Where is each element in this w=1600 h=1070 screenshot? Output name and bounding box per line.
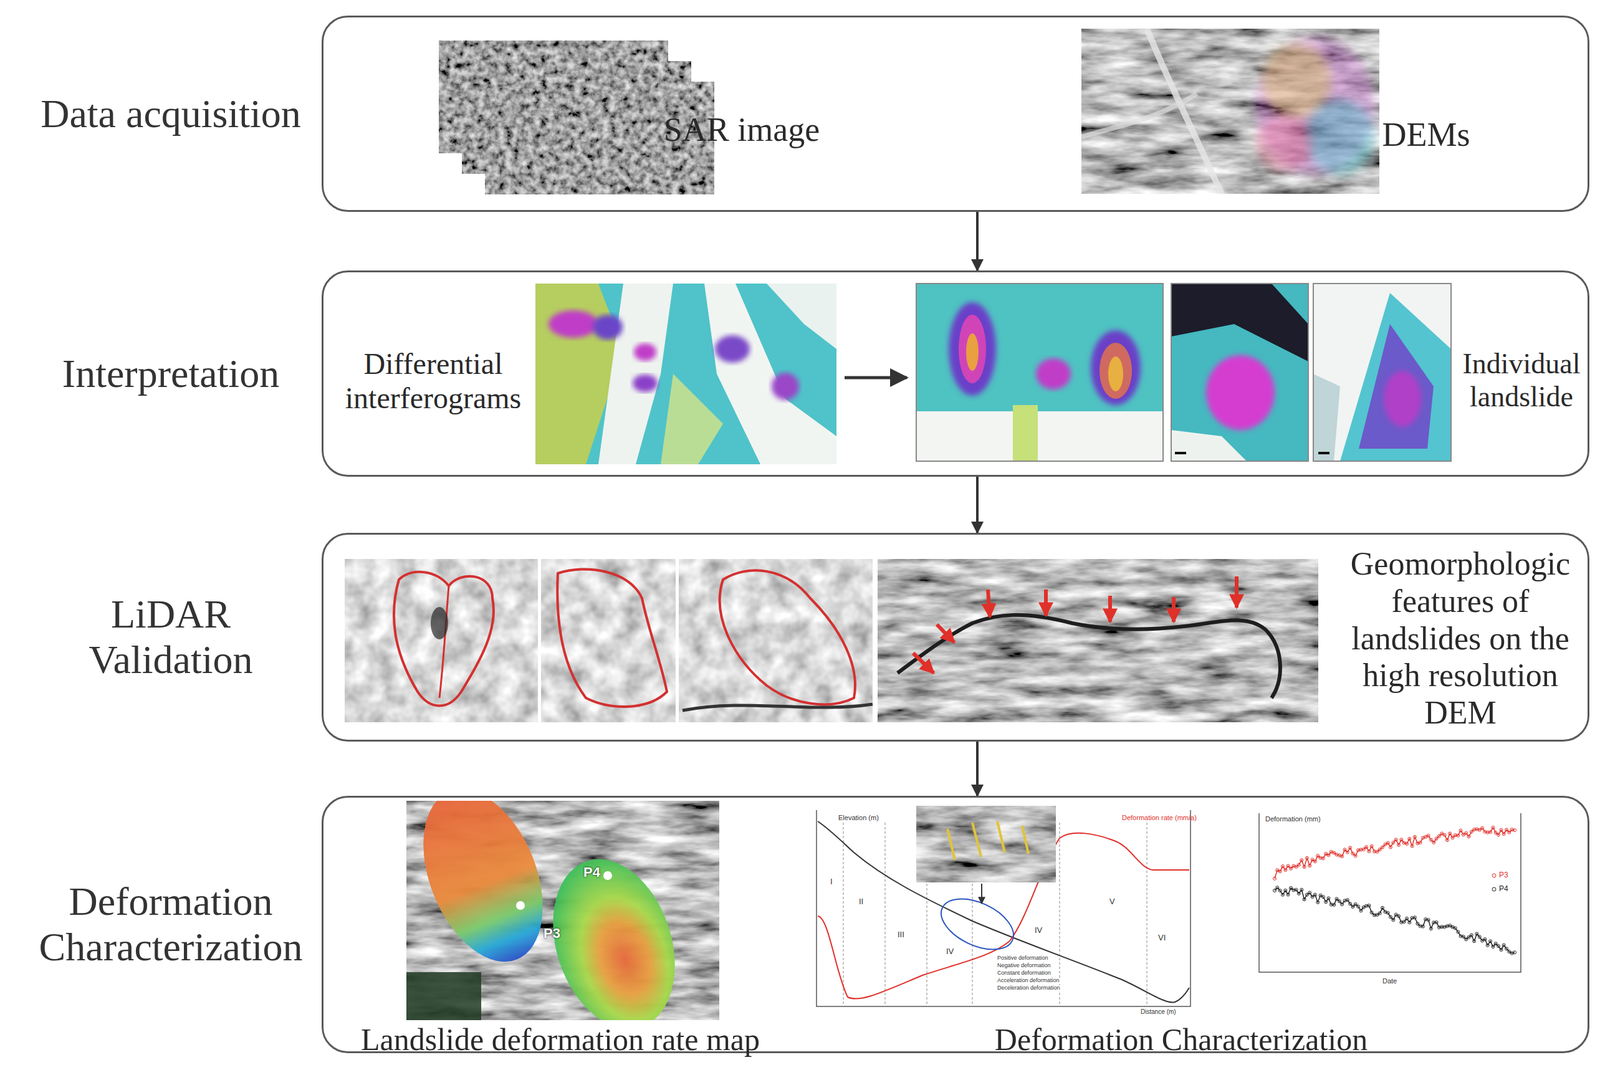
lidar-hillshade (678, 559, 873, 723)
point-label: P3 (543, 926, 561, 942)
interferogram-image (535, 283, 837, 465)
row-heading: Interpretation (27, 350, 315, 398)
zone-number: II (858, 897, 864, 907)
chart-legend: Positive deformation (996, 955, 1050, 962)
dem-image (1081, 28, 1380, 194)
image-caption: Geomorphologic features of landslides on… (1335, 545, 1586, 732)
stage-panel: Data acquisitionSAR imageDEMs (321, 15, 1590, 212)
image-caption: DEMs (1381, 115, 1470, 154)
lidar-hillshade (541, 559, 676, 723)
image-caption: Landslide deformation rate map (360, 1022, 760, 1059)
zone-number: IV (1034, 926, 1043, 935)
legend-text: P4 (1499, 885, 1509, 894)
lidar-hillshade (344, 559, 538, 723)
inner-arrow (844, 376, 907, 380)
stage-panel: Deformation CharacterizationLandslide de… (321, 795, 1590, 1054)
row-heading: Data acquisition (27, 91, 315, 138)
image-caption: Individual landslide (1457, 347, 1586, 414)
zone-number: III (897, 930, 905, 940)
row-heading: LiDAR Validation (27, 591, 315, 684)
zone-number: VI (1158, 933, 1166, 943)
image-caption: Differential interferograms (330, 346, 537, 416)
legend-text: P3 (1499, 871, 1509, 880)
landslide-interferogram (916, 283, 1164, 462)
landslide-interferogram (1171, 283, 1309, 462)
legend-marker (1492, 873, 1496, 878)
zone-number: I (830, 877, 833, 887)
series-line (1274, 827, 1515, 879)
profile-chart (790, 805, 1215, 1016)
point-label: P4 (583, 865, 601, 881)
axis-title: Deformation (mm) (1265, 815, 1321, 823)
zone-number: V (1109, 897, 1116, 907)
image-caption: SAR image (663, 110, 821, 149)
image-caption: Deformation Characterization (994, 1022, 1368, 1059)
axis-title: Elevation (m) (838, 814, 879, 822)
flow-arrow (976, 476, 979, 533)
stage-panel: InterpretationDifferential interferogram… (321, 270, 1590, 477)
chart-legend: Deceleration deformation (996, 985, 1062, 992)
landslide-interferogram (1313, 283, 1452, 462)
stage-panel: LiDAR ValidationGeomorphologic features … (321, 532, 1590, 742)
flow-arrow (976, 741, 979, 796)
chart-legend: Negative deformation (996, 962, 1053, 970)
flow-arrow (976, 211, 979, 271)
zone-number: IV (946, 947, 954, 957)
legend-marker (1492, 887, 1496, 892)
deformation-rate-map (406, 800, 720, 1021)
axis-title: Distance (m) (1140, 1008, 1177, 1016)
chart-legend: Constant deformation (996, 970, 1053, 977)
row-heading: Deformation Characterization (27, 878, 315, 971)
chart-legend: Acceleration deformation (996, 977, 1061, 985)
axis-title: Date (1382, 977, 1397, 985)
lidar-hillshade (877, 559, 1319, 723)
time-series-chart (1224, 805, 1531, 1016)
axis-title: Deformation rate (mm/a) (1121, 814, 1197, 822)
series-line (1274, 887, 1515, 954)
